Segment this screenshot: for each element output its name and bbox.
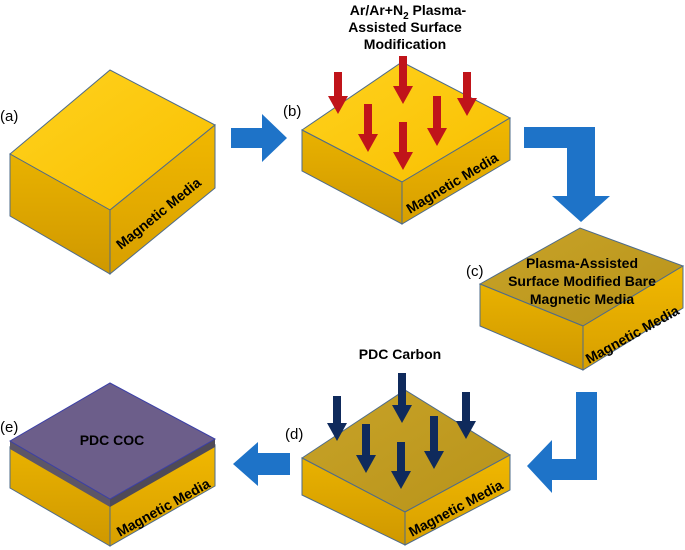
plasma-arrow — [427, 96, 447, 146]
coc-layer-left — [10, 441, 110, 507]
plasma-arrow — [358, 104, 378, 152]
step-d-label: (d) — [285, 426, 303, 443]
step-c: Magnetic Media (c) Plasma-Assisted Surfa… — [466, 227, 685, 371]
plasma-caption-subscript: 2 — [403, 11, 409, 22]
carbon-caption: PDC Carbon — [359, 346, 441, 362]
block-a-front — [109, 123, 216, 276]
flow-arrow-a-to-b — [231, 114, 287, 162]
step-a-label: (a) — [0, 108, 18, 125]
block-d-front — [404, 454, 511, 546]
carbon-arrow — [391, 442, 411, 489]
block-b-front — [401, 117, 511, 225]
coc-top-label: PDC COC — [80, 432, 145, 448]
carbon-arrow — [456, 392, 476, 439]
step-d: Magnetic Media (d) PDC Carbon — [285, 346, 511, 546]
step-e-label: (e) — [0, 419, 18, 436]
block-c-top-line2: Surface Modified Bare — [508, 273, 656, 289]
plasma-arrow — [393, 122, 413, 170]
step-b: Magnetic Media (b) Ar/Ar+N2 Plasma- Assi… — [283, 2, 512, 225]
plasma-caption-line2: Assisted Surface — [348, 19, 462, 35]
block-c-front — [582, 265, 684, 371]
carbon-arrow — [327, 396, 347, 441]
plasma-caption-line1: Ar/Ar+N2 Plasma- — [350, 2, 467, 22]
plasma-arrow — [328, 72, 348, 114]
plasma-caption-line1-head: Ar/Ar+N — [350, 2, 403, 18]
carbon-arrow — [356, 424, 376, 473]
step-e: Magnetic Media (e) PDC COC — [0, 382, 217, 547]
plasma-caption: Ar/Ar+N2 Plasma- Assisted Surface Modifi… — [348, 2, 466, 52]
plasma-caption-line3: Modification — [364, 36, 446, 52]
plasma-caption-line1-tail: Plasma- — [409, 2, 467, 18]
block-c-top-line1: Plasma-Assisted — [526, 255, 638, 271]
carbon-arrow — [392, 373, 412, 423]
plasma-arrow — [457, 72, 477, 116]
block-e-top — [9, 382, 217, 500]
flow-arrow-d-to-e — [233, 442, 290, 486]
step-c-label: (c) — [466, 263, 484, 280]
plasma-arrows — [328, 56, 477, 170]
step-b-label: (b) — [283, 103, 301, 120]
carbon-arrows — [327, 373, 476, 489]
carbon-arrow — [424, 416, 444, 469]
step-a: Magnetic Media (a) — [0, 69, 216, 276]
flow-arrow-b-to-c — [524, 127, 610, 222]
block-c-top-line3: Magnetic Media — [530, 291, 634, 307]
coc-layer-front — [110, 439, 215, 507]
flow-arrow-c-to-d — [527, 392, 597, 493]
plasma-arrow — [393, 56, 413, 104]
